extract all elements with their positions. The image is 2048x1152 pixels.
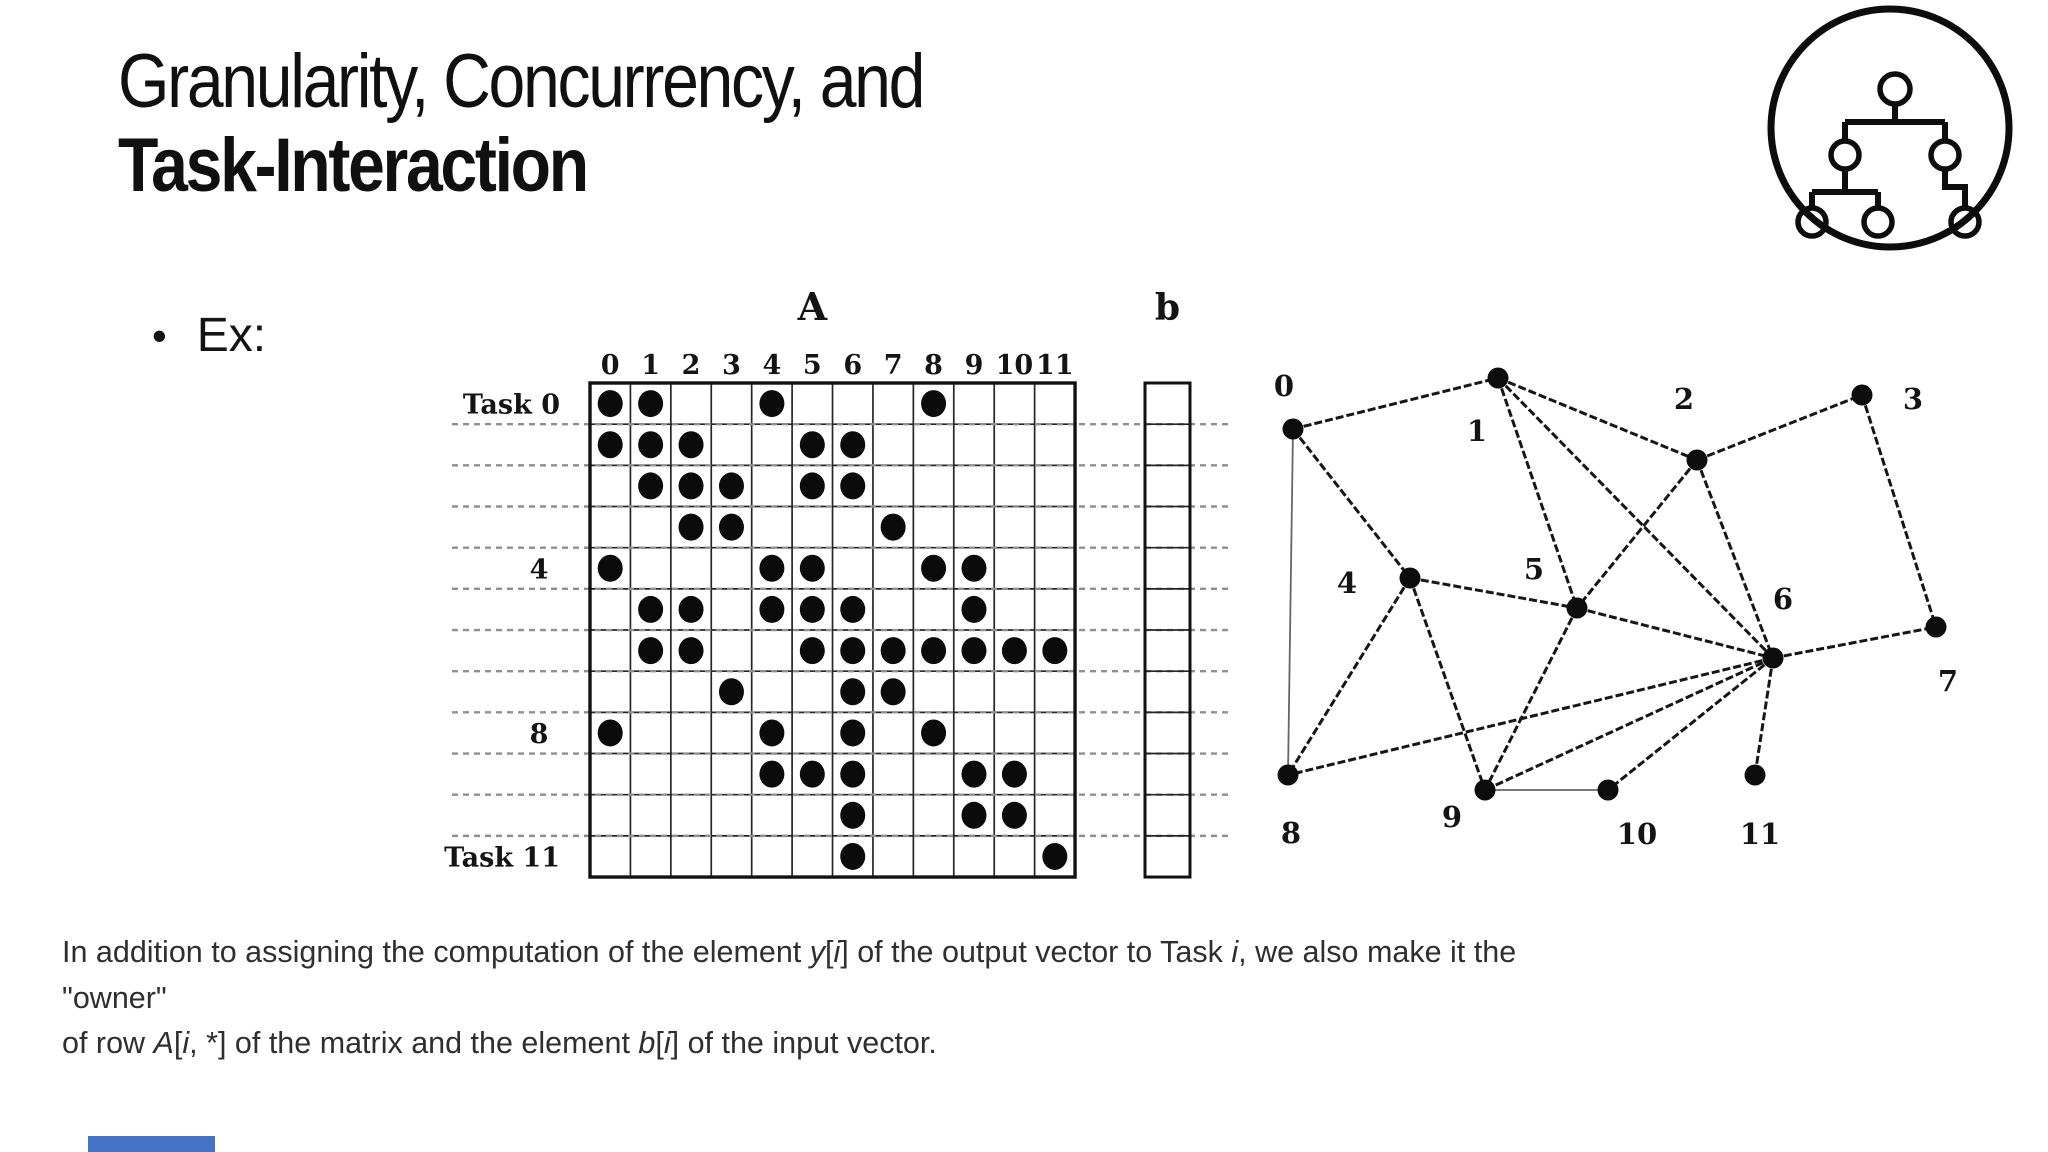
svg-text:4: 4: [762, 350, 781, 381]
bullet-item: • Ex:: [152, 308, 266, 363]
graph-node-label: 8: [1281, 816, 1301, 850]
icon-tree-connectors: [1809, 104, 1968, 208]
svg-text:Task 0: Task 0: [463, 390, 560, 421]
caption-text: In addition to assigning the computation…: [62, 930, 1562, 1067]
caption-line: of row A[i, *] of the matrix and the ele…: [62, 1026, 937, 1060]
org-chart-icon: [1767, 5, 2013, 251]
task-interaction-graph: 0 1 2 3 4 5 6 7 8 9 10 11: [1274, 367, 1958, 851]
svg-text:2: 2: [682, 350, 701, 381]
icon-leaf-node-3: [1948, 205, 1982, 239]
graph-node-label: 7: [1938, 664, 1958, 698]
svg-text:7: 7: [884, 350, 903, 381]
icon-child-node-right: [1928, 138, 1962, 172]
svg-text:10: 10: [996, 350, 1034, 381]
accent-bar: [88, 1136, 215, 1152]
svg-text:0: 0: [601, 350, 620, 381]
icon-root-node: [1877, 71, 1913, 107]
caption-line: In addition to assigning the computation…: [62, 935, 1517, 1015]
vector-b: b: [1143, 287, 1192, 879]
svg-text:1: 1: [641, 350, 660, 381]
svg-text:6: 6: [843, 350, 862, 381]
title-line-1: Granularity, Concurrency, and: [118, 39, 925, 124]
svg-text:Task 11: Task 11: [444, 842, 560, 873]
svg-text:A: A: [797, 284, 828, 329]
bullet-marker: •: [152, 311, 167, 359]
bullet-text: Ex:: [196, 309, 267, 362]
graph-node-label: 0: [1274, 369, 1294, 403]
icon-child-node-left: [1828, 138, 1862, 172]
graph-node-label: 11: [1740, 817, 1780, 851]
svg-text:5: 5: [803, 350, 822, 381]
icon-leaf-node-2: [1861, 205, 1895, 239]
svg-text:3: 3: [722, 350, 741, 381]
svg-text:11: 11: [1036, 350, 1074, 381]
page-title: Granularity, Concurrency, and Task-Inter…: [118, 39, 925, 208]
graph-node-label: 5: [1524, 552, 1544, 586]
graph-node-label: 1: [1467, 414, 1487, 448]
graph-node-label: 6: [1773, 582, 1793, 616]
graph-node-label: 2: [1674, 382, 1694, 416]
icon-outer-circle: [1767, 5, 2013, 251]
svg-text:4: 4: [530, 554, 549, 585]
title-line-2: Task-Interaction: [118, 123, 589, 208]
graph-node-label: 3: [1903, 382, 1923, 416]
graph-node-label: 9: [1442, 800, 1462, 834]
graph-node-label: 4: [1337, 566, 1357, 600]
svg-text:9: 9: [965, 350, 984, 381]
svg-text:8: 8: [924, 350, 943, 381]
svg-text:b: b: [1155, 287, 1180, 329]
svg-text:8: 8: [530, 719, 549, 750]
icon-leaf-node-1: [1795, 205, 1829, 239]
graph-node-label: 10: [1617, 817, 1657, 851]
